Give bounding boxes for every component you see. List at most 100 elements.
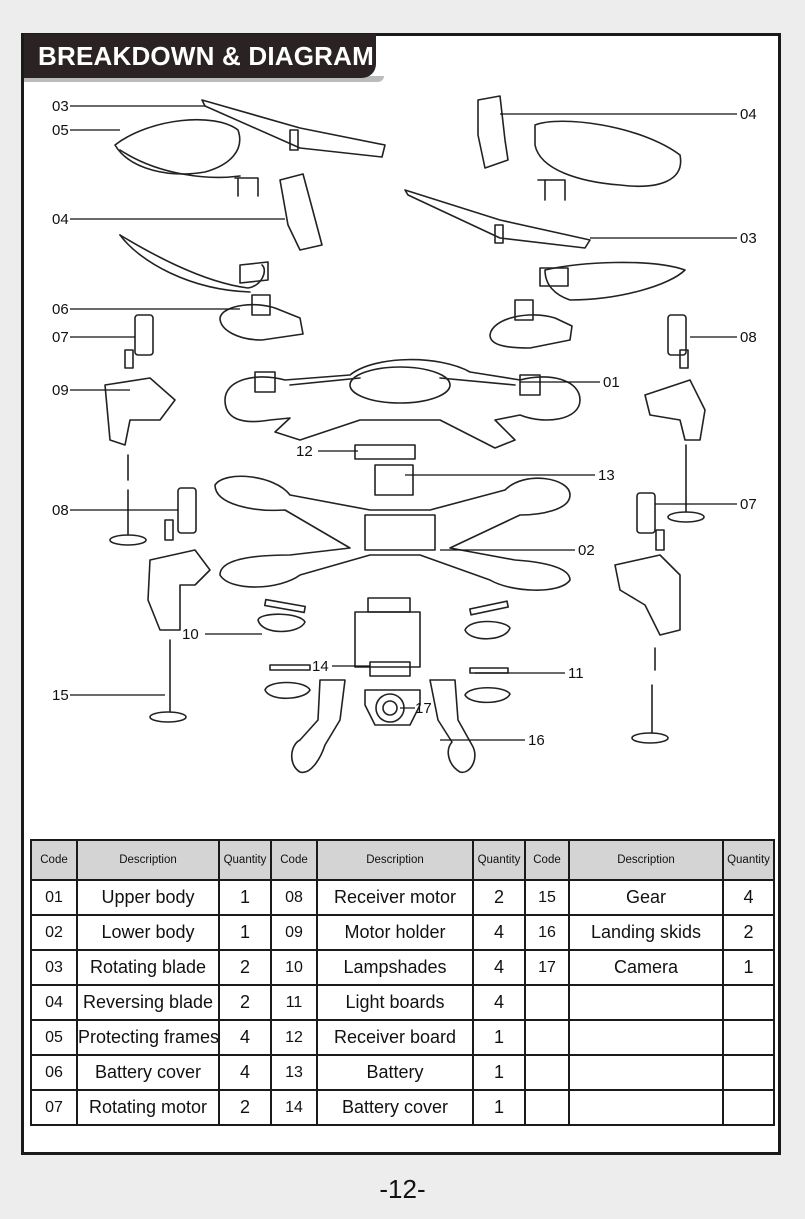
gear-left-lower <box>149 639 187 723</box>
part-quantity: 4 <box>472 914 526 951</box>
receiver-motor-right <box>667 314 689 369</box>
header-description: Description <box>76 839 220 881</box>
part-description: Lampshades <box>316 949 474 986</box>
protecting-frame-top-left <box>114 118 259 197</box>
part-description: Lower body <box>76 914 220 951</box>
part-description: Camera <box>568 949 724 986</box>
callout-07-right: 07 <box>740 496 757 513</box>
table-row: 01 Upper body 1 08 Receiver motor 2 15 G… <box>30 879 775 916</box>
part-description: Light boards <box>316 984 474 1021</box>
part-quantity <box>722 984 775 1021</box>
part-code: 17 <box>524 949 570 986</box>
part-quantity: 2 <box>722 914 775 951</box>
part-quantity: 4 <box>472 984 526 1021</box>
part-description: Rotating blade <box>76 949 220 986</box>
lampshade-set <box>257 598 511 704</box>
callout-02: 02 <box>578 542 595 559</box>
header-code: Code <box>270 839 318 881</box>
part-code: 04 <box>30 984 78 1021</box>
gear-right-upper <box>667 444 705 523</box>
part-code: 10 <box>270 949 318 986</box>
callout-03-left: 03 <box>52 98 69 115</box>
callout-09: 09 <box>52 382 69 399</box>
callout-17: 17 <box>415 700 432 717</box>
part-description <box>568 1089 724 1126</box>
motor-holder-right <box>644 379 706 441</box>
rotating-motor-left <box>124 314 154 369</box>
part-description: Battery cover <box>76 1054 220 1091</box>
part-quantity: 1 <box>472 1054 526 1091</box>
part-quantity: 1 <box>472 1019 526 1056</box>
upper-body <box>224 358 581 449</box>
callout-10: 10 <box>182 626 199 643</box>
part-code: 09 <box>270 914 318 951</box>
reversing-blade-left <box>279 173 323 251</box>
part-code: 02 <box>30 914 78 951</box>
part-description: Battery <box>316 1054 474 1091</box>
motor-holder-lower-right <box>614 554 681 636</box>
callout-13: 13 <box>598 467 615 484</box>
part-description: Motor holder <box>316 914 474 951</box>
part-code: 08 <box>270 879 318 916</box>
callout-11: 11 <box>568 665 584 682</box>
part-quantity: 4 <box>722 879 775 916</box>
part-code: 14 <box>270 1089 318 1126</box>
battery-cover-left <box>219 294 304 341</box>
part-code: 07 <box>30 1089 78 1126</box>
part-quantity <box>722 1054 775 1091</box>
gear-left-upper <box>109 489 147 546</box>
part-quantity: 2 <box>472 879 526 916</box>
parts-table: Code Description Quantity Code Descripti… <box>30 839 775 1126</box>
header-quantity: Quantity <box>472 839 526 881</box>
part-description: Battery cover <box>316 1089 474 1126</box>
rotating-blade-top-left <box>201 99 386 158</box>
part-code <box>524 984 570 1021</box>
part-code: 13 <box>270 1054 318 1091</box>
part-description: Rotating motor <box>76 1089 220 1126</box>
motor-holder-left <box>104 377 176 446</box>
part-quantity: 4 <box>218 1054 272 1091</box>
part-quantity: 2 <box>218 949 272 986</box>
part-description: Protecting frames <box>76 1019 220 1056</box>
table-row: 03 Rotating blade 2 10 Lampshades 4 17 C… <box>30 949 775 986</box>
header-code: Code <box>30 839 78 881</box>
part-description: Reversing blade <box>76 984 220 1021</box>
callout-14: 14 <box>312 658 329 675</box>
battery-cover-right <box>489 299 573 349</box>
part-description <box>568 984 724 1021</box>
part-quantity <box>722 1019 775 1056</box>
page-number: -12- <box>379 1174 426 1204</box>
protecting-frame-mid-right <box>539 261 686 301</box>
callout-08-right: 08 <box>740 329 757 346</box>
part-quantity <box>722 1089 775 1126</box>
part-code <box>524 1054 570 1091</box>
part-description: Gear <box>568 879 724 916</box>
part-description: Upper body <box>76 879 220 916</box>
callout-12: 12 <box>296 443 313 460</box>
callout-15: 15 <box>52 687 69 704</box>
part-description: Receiver motor <box>316 879 474 916</box>
table-row: 05 Protecting frames 4 12 Receiver board… <box>30 1019 775 1056</box>
header-description: Description <box>568 839 724 881</box>
table-row: 04 Reversing blade 2 11 Light boards 4 <box>30 984 775 1021</box>
leader-lines <box>70 105 737 741</box>
table-row: 06 Battery cover 4 13 Battery 1 <box>30 1054 775 1091</box>
header-quantity: Quantity <box>218 839 272 881</box>
lower-body <box>214 475 571 591</box>
part-quantity: 1 <box>218 914 272 951</box>
callout-03-right: 03 <box>740 230 757 247</box>
header-description: Description <box>316 839 474 881</box>
landing-skids <box>290 679 476 774</box>
part-code: 12 <box>270 1019 318 1056</box>
table-row: 02 Lower body 1 09 Motor holder 4 16 Lan… <box>30 914 775 951</box>
callout-16: 16 <box>528 732 545 749</box>
battery <box>374 464 414 496</box>
gear-right-lower <box>631 684 669 744</box>
callout-04-left: 04 <box>52 211 69 228</box>
table-row: 07 Rotating motor 2 14 Battery cover 1 <box>30 1089 775 1126</box>
callout-07-left: 07 <box>52 329 69 346</box>
header-shadow <box>24 76 384 82</box>
battery-cover-center <box>354 597 421 677</box>
part-code: 15 <box>524 879 570 916</box>
callout-05: 05 <box>52 122 69 139</box>
